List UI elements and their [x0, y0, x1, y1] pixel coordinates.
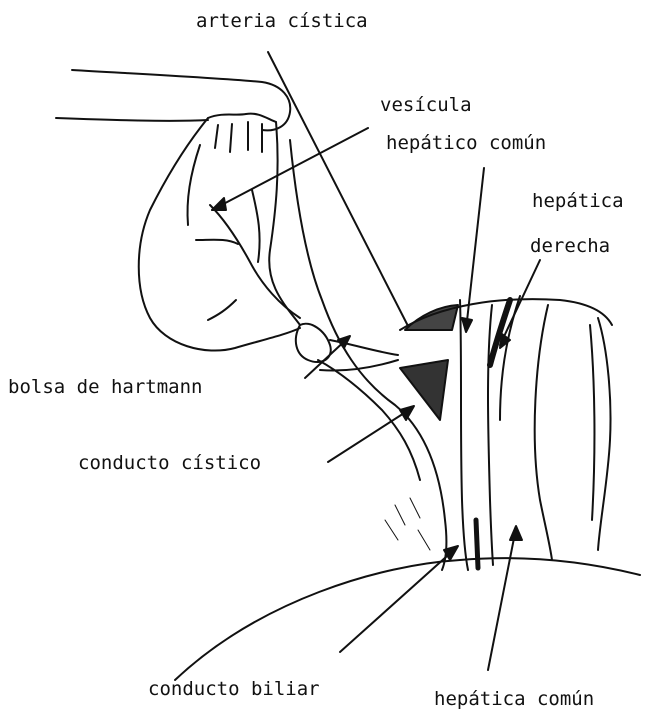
- cystic-artery-branch-4: [252, 190, 260, 262]
- label-derecha: derecha: [530, 237, 610, 256]
- gallbladder-fold-5: [188, 145, 201, 225]
- hartmann-pouch: [296, 324, 331, 362]
- cystic-artery-branch-3: [208, 300, 236, 320]
- arrowhead-hepatica-comun: [510, 526, 522, 540]
- common-hepatic-duct-left: [460, 300, 468, 570]
- gallbladder-fold-1: [215, 125, 218, 148]
- arrowhead-conducto-cistico: [400, 406, 414, 420]
- cystic-artery-branch-1: [210, 205, 300, 318]
- common-hepatic-duct-right: [488, 305, 493, 565]
- hepatic-vessel-right: [535, 305, 552, 560]
- arrow-hepatica-derecha: [500, 260, 540, 345]
- duct-inner-line: [318, 360, 420, 480]
- label-conducto-biliar: conducto biliar: [148, 680, 320, 699]
- duodenum-shading-1: [385, 498, 430, 550]
- label-hepatica: hepática: [532, 192, 624, 211]
- common-duct-dark-band: [476, 520, 478, 568]
- duodenum-arc: [175, 558, 640, 680]
- arrow-hepatico-comun: [466, 168, 484, 330]
- label-conducto-cistico: conducto cístico: [78, 454, 261, 473]
- arrowhead-hepatico-comun: [462, 318, 472, 332]
- gallbladder-top-gather: [208, 114, 276, 122]
- bile-duct-left-edge: [290, 140, 446, 570]
- label-hepatica-comun: hepática común: [434, 690, 594, 709]
- hepatic-vessel-right-inner: [590, 325, 594, 520]
- finger-lower-line: [56, 118, 208, 121]
- cystic-artery-branch-2: [196, 240, 238, 244]
- right-hepatic-artery-dark: [490, 300, 510, 365]
- arrowhead-vesicula: [212, 198, 226, 210]
- label-arteria-cistica: arteria cística: [196, 12, 368, 31]
- gallbladder-right-edge: [269, 122, 300, 325]
- label-bolsa-de-hartmann: bolsa de hartmann: [8, 378, 202, 397]
- arrow-conducto-biliar: [340, 548, 456, 652]
- hepatic-vessel-far-right: [598, 318, 611, 550]
- gallbladder-outline: [139, 118, 300, 351]
- arrow-conducto-cistico: [328, 408, 412, 462]
- gallbladder-fold-2: [230, 124, 232, 152]
- label-hepatico-comun: hepático común: [386, 134, 546, 153]
- label-vesicula: vesícula: [380, 96, 472, 115]
